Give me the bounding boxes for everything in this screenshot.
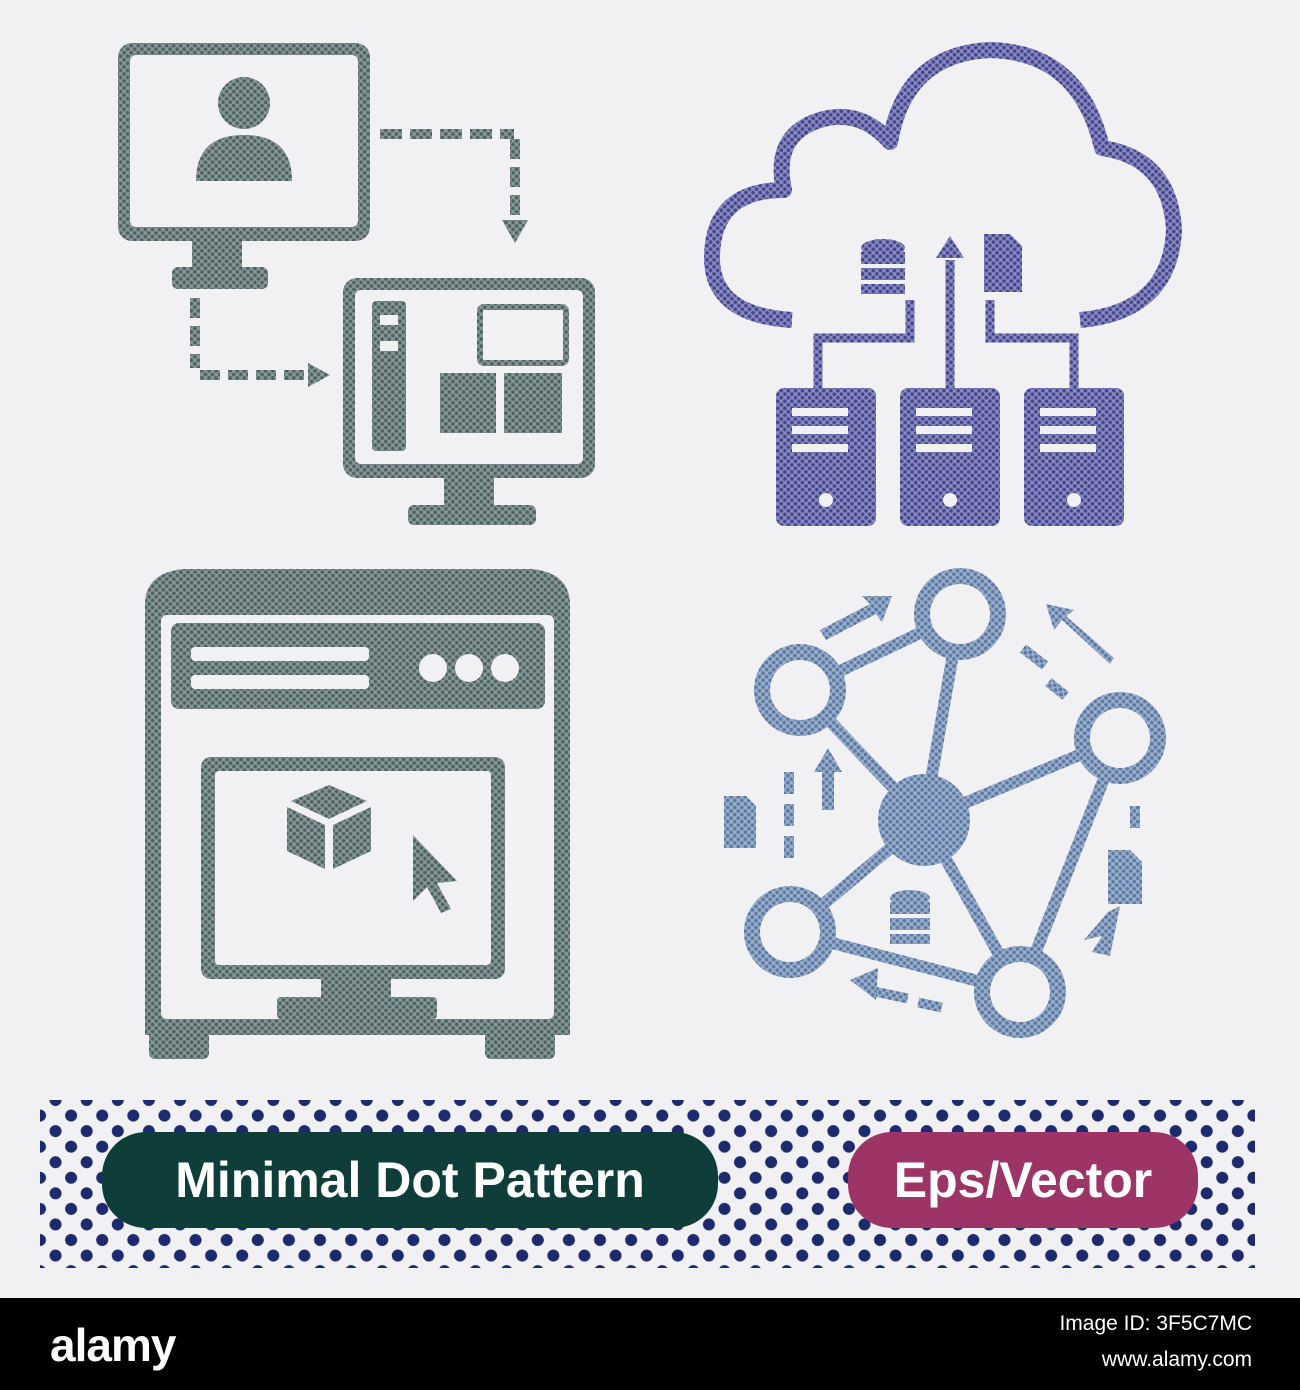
image-id-text: Image ID: 3F5C7MC	[1059, 1312, 1252, 1335]
eps-vector-label: Eps/Vector	[848, 1132, 1198, 1228]
minimal-dot-pattern-label: Minimal Dot Pattern	[102, 1132, 718, 1228]
remote-access-icon	[110, 35, 620, 530]
cloud-servers-icon	[700, 30, 1200, 530]
website-text: www.alamy.com	[1101, 1348, 1252, 1371]
footer-bar: alamy Image ID: 3F5C7MC www.alamy.com	[0, 1298, 1300, 1390]
network-nodes-icon	[710, 560, 1180, 1070]
alamy-logo: alamy	[50, 1319, 176, 1371]
3d-printer-icon	[135, 565, 580, 1063]
